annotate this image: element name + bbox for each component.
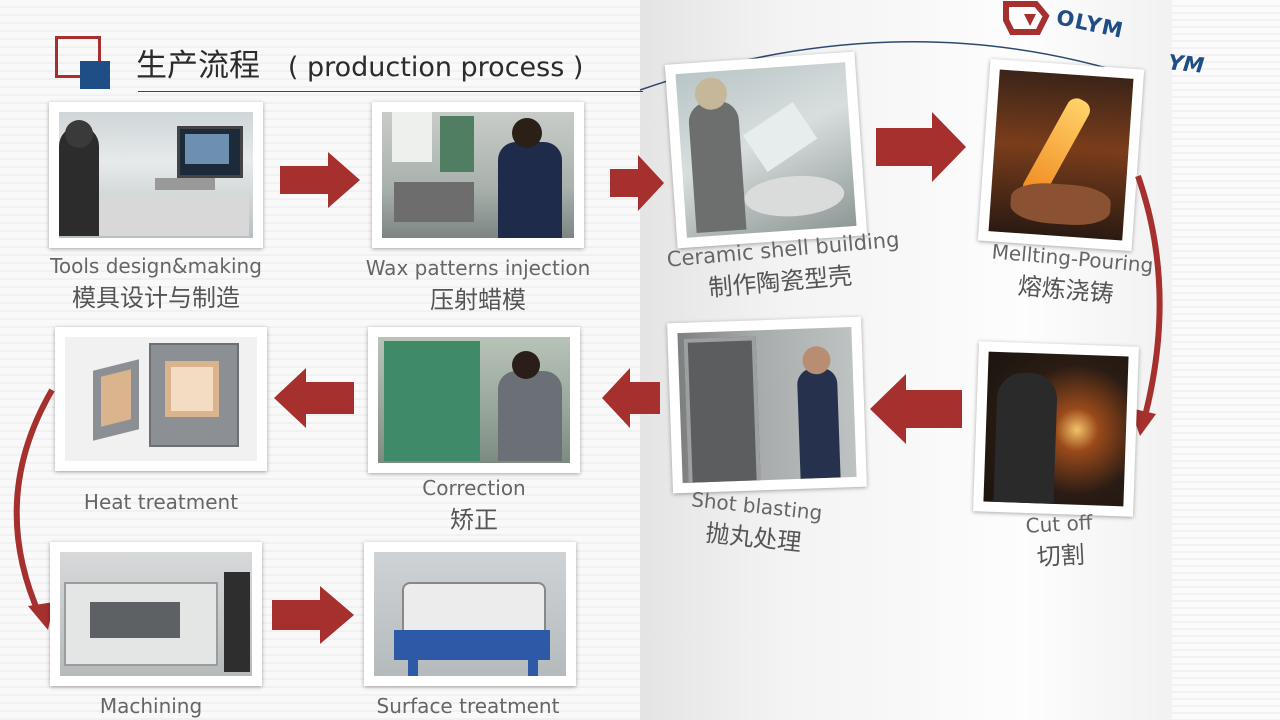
arrow-left-icon (870, 374, 962, 444)
photo-tools-design (49, 102, 263, 248)
arrow-left-icon (274, 368, 354, 428)
arrow-right-icon (610, 155, 664, 211)
step-caption-surface-treatment: Surface treatment (366, 694, 570, 718)
step-label-zh: 压射蜡模 (430, 286, 526, 314)
brand-name-partial: YM (1166, 50, 1206, 78)
photo-surface-treatment (364, 542, 576, 686)
step-caption-heat-treatment: Heat treatment (56, 490, 266, 514)
page-title: 生产流程 ( production process ) (136, 40, 583, 85)
step-caption-cut-off: Cut off 切割 (979, 508, 1142, 575)
step-label-en: Machining (99, 694, 203, 718)
photo-wax-injection (372, 102, 584, 248)
brand-logo: OLYM (1002, 0, 1152, 60)
arrow-right-icon (280, 152, 360, 208)
step-label-zh: 模具设计与制造 (72, 284, 240, 312)
curved-arrow-down-icon (13, 388, 55, 630)
title-zh: 生产流程 (136, 48, 260, 84)
step-label-en: Wax patterns injection (365, 256, 591, 280)
step-caption-correction: Correction 矫正 (380, 476, 568, 535)
step-caption-tools-design: Tools design&making 模具设计与制造 (40, 254, 272, 313)
step-caption-wax-injection: Wax patterns injection 压射蜡模 (364, 256, 592, 315)
step-label-en: Tools design&making (50, 254, 262, 278)
step-label-en: Surface treatment (376, 694, 560, 718)
photo-shot-blasting (667, 316, 867, 494)
step-label-en: Heat treatment (83, 490, 239, 514)
right-strip-background (1172, 0, 1280, 720)
photo-ceramic-shell (664, 51, 868, 249)
photo-correction (368, 327, 580, 473)
step-label-zh: 矫正 (450, 506, 498, 534)
arrow-right-icon (876, 112, 966, 182)
logo-square-red (55, 36, 101, 78)
title-en: ( production process ) (287, 52, 584, 83)
photo-machining (50, 542, 262, 686)
photo-heat-treatment (55, 327, 267, 471)
title-underline (138, 91, 643, 92)
brand-mark-icon (1003, 1, 1050, 35)
arrow-left-icon (602, 368, 660, 428)
step-caption-machining: Machining (50, 694, 252, 718)
logo-square-blue (80, 61, 110, 89)
photo-cut-off (973, 341, 1139, 517)
step-label-en: Correction (422, 476, 526, 500)
arrow-right-icon (272, 586, 354, 644)
brand-name: OLYM (1054, 5, 1126, 43)
